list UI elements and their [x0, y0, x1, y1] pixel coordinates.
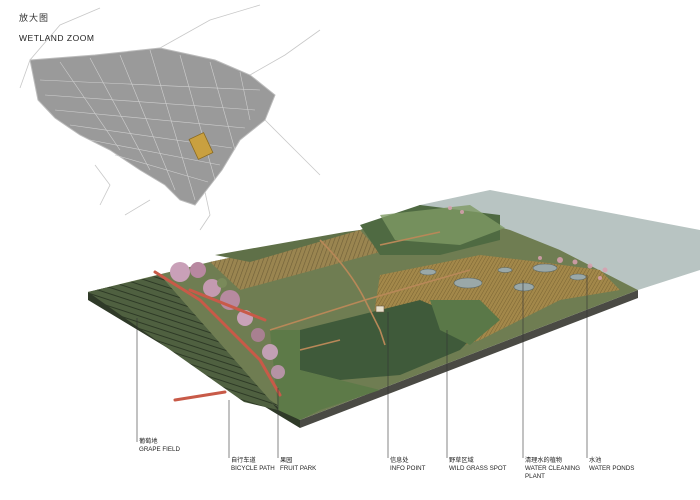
- label-bicycle-path: 自行车道 BICYCLE PATH: [231, 457, 275, 473]
- pond-5: [569, 273, 587, 281]
- label-wild-grass: 野草区域 WILD GRASS SPOT: [449, 457, 506, 473]
- front-lawn: [270, 330, 380, 420]
- label-info-point: 信息处 INFO POINT: [390, 457, 425, 473]
- label-grape-field: 葡萄地 GRAPE FIELD: [139, 438, 180, 454]
- label-water-ponds: 水池 WATER PONDS: [589, 457, 634, 473]
- boardwalks: [269, 231, 471, 351]
- label-info-cn: 信息处: [390, 457, 409, 464]
- title-chinese: 放大图: [19, 13, 50, 23]
- label-ponds-en: WATER PONDS: [589, 465, 635, 472]
- label-watercleaning-en: WATER CLEANING: [525, 465, 581, 472]
- label-water-cleaning: 清理水的植物 WATER CLEANING PLANT: [525, 457, 580, 481]
- water-ponds: [419, 263, 587, 292]
- wild-grass-mid: [430, 300, 500, 345]
- location-map: [19, 4, 321, 231]
- pond-2: [419, 268, 437, 276]
- grape-field-rows: [88, 275, 278, 410]
- wild-grass-dark: [300, 300, 480, 380]
- info-point-marker: [375, 305, 385, 313]
- zoom-highlight-marker: [188, 132, 214, 160]
- title-english: WETLAND ZOOM: [19, 33, 95, 43]
- pond-1: [453, 277, 483, 289]
- fruit-park-trees: [170, 262, 285, 379]
- label-grass-en: WILD GRASS SPOT: [449, 465, 507, 472]
- label-grass-cn: 野草区域: [449, 457, 474, 464]
- back-field-green: [215, 230, 360, 262]
- bicycle-path-line: [153, 270, 282, 402]
- water-cleaning-plants: [448, 206, 608, 280]
- wetland-block: [88, 190, 700, 428]
- label-watercleaning-cn: 清理水的植物: [525, 457, 563, 464]
- label-watercleaning-en2: PLANT: [525, 473, 545, 480]
- label-bicycle-cn: 自行车道: [231, 457, 256, 464]
- label-fruit-en: FRUIT PARK: [280, 465, 317, 472]
- leader-lines: [136, 275, 588, 458]
- label-info-en: INFO POINT: [390, 465, 426, 472]
- label-bicycle-en: BICYCLE PATH: [231, 465, 275, 472]
- block-side-right: [300, 290, 638, 428]
- label-grape-en: GRAPE FIELD: [139, 446, 180, 453]
- pond-6: [497, 267, 513, 273]
- label-grape-cn: 葡萄地: [139, 438, 158, 445]
- pond-4: [532, 263, 558, 273]
- label-ponds-cn: 水池: [589, 457, 602, 464]
- pond-3: [513, 282, 535, 292]
- reed-wetland-light: [380, 205, 505, 245]
- street-grid: [39, 49, 261, 201]
- label-fruit-park: 果园 FRUIT PARK: [280, 457, 316, 473]
- label-fruit-cn: 果园: [280, 457, 293, 464]
- back-field-strip: [210, 230, 380, 290]
- outer-roads: [19, 4, 321, 231]
